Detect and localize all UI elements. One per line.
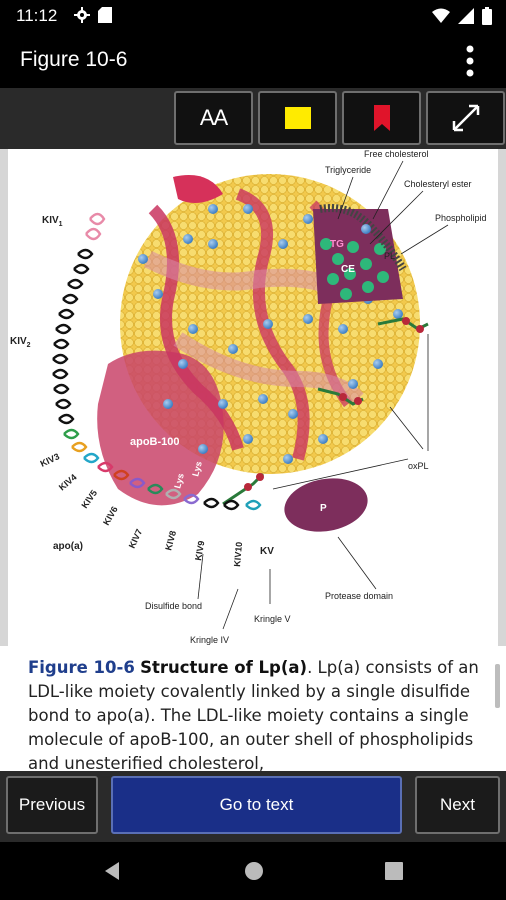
go-to-text-button[interactable]: Go to text [111, 776, 402, 834]
svg-text:KIV5: KIV5 [79, 488, 99, 510]
figure-left-margin [0, 149, 8, 646]
back-icon[interactable] [103, 861, 121, 881]
svg-text:KIV9: KIV9 [193, 540, 206, 561]
svg-text:Lys: Lys [190, 460, 204, 477]
text-size-button[interactable]: AA [174, 91, 253, 145]
caption-body: . Lp(a) consists of an LDL-like moiety c… [28, 658, 479, 771]
app-bar: Figure 10-6 [0, 32, 506, 88]
recents-icon[interactable] [385, 862, 403, 880]
caption-title: Structure of Lp(a) [140, 658, 308, 677]
bottom-nav-bar: Previous Go to text Next [0, 771, 506, 842]
svg-text:KIV2: KIV2 [10, 336, 31, 349]
svg-text:KIV4: KIV4 [57, 472, 79, 493]
free-cholesterol-dots [138, 204, 403, 464]
highlight-button[interactable] [258, 91, 337, 145]
fullscreen-button[interactable] [426, 91, 505, 145]
apoa-kringle-chain [52, 212, 262, 511]
svg-text:apo(a): apo(a) [53, 541, 83, 552]
lpa-structure-diagram: TG CE PL apoB-100 Lys Lys [10, 149, 487, 645]
caption-figure-label: Figure 10-6 [28, 658, 135, 677]
svg-text:Phospholipid: Phospholipid [435, 213, 487, 223]
svg-text:oxPL: oxPL [408, 461, 429, 471]
figure-toolbar: AA [0, 88, 506, 149]
sd-card-icon [98, 7, 112, 23]
protease-domain [284, 478, 368, 532]
battery-icon [482, 7, 492, 25]
svg-text:KIV6: KIV6 [101, 505, 120, 527]
svg-text:Lys: Lys [172, 472, 186, 489]
svg-text:Kringle V: Kringle V [254, 614, 291, 624]
signal-icon [458, 8, 474, 24]
expand-arrows-icon [452, 104, 479, 132]
svg-text:KIV8: KIV8 [163, 530, 178, 552]
highlight-color-icon [284, 107, 311, 129]
svg-text:KV: KV [260, 546, 274, 557]
svg-text:P: P [320, 503, 327, 514]
home-icon[interactable] [244, 861, 264, 881]
settings-gear-icon [74, 7, 90, 23]
previous-button[interactable]: Previous [6, 776, 98, 834]
system-navigation-bar [0, 842, 506, 900]
svg-text:KIV1: KIV1 [42, 215, 63, 228]
svg-text:Protease domain: Protease domain [325, 591, 393, 601]
svg-text:TG: TG [330, 239, 344, 250]
svg-text:Disulfide bond: Disulfide bond [145, 601, 202, 611]
svg-text:PL: PL [384, 251, 395, 261]
svg-text:Free cholesterol: Free cholesterol [364, 149, 429, 159]
figure-caption: Figure 10-6 Structure of Lp(a). Lp(a) co… [0, 646, 506, 771]
svg-text:KIV7: KIV7 [127, 527, 145, 549]
bookmark-icon [373, 105, 390, 131]
status-time: 11:12 [16, 6, 58, 25]
more-vertical-icon[interactable] [462, 44, 478, 78]
caption-scrollbar[interactable] [495, 664, 500, 708]
wifi-icon [432, 8, 450, 23]
svg-text:KIV3: KIV3 [39, 451, 61, 469]
svg-text:KIV10: KIV10 [232, 541, 244, 567]
caption-text: Figure 10-6 Structure of Lp(a). Lp(a) co… [28, 656, 486, 771]
figure-image[interactable]: TG CE PL apoB-100 Lys Lys [8, 149, 498, 646]
lipid-core-inset: TG CE PL [313, 204, 407, 304]
text-size-icon: AA [199, 105, 228, 130]
svg-text:CE: CE [341, 264, 355, 275]
status-bar: 11:12 [0, 0, 506, 32]
svg-text:Triglyceride: Triglyceride [325, 165, 371, 175]
apob100-ribbon [97, 350, 224, 506]
svg-text:apoB-100: apoB-100 [130, 436, 180, 448]
bookmark-button[interactable] [342, 91, 421, 145]
svg-text:Kringle IV: Kringle IV [190, 635, 229, 645]
figure-right-margin [498, 149, 506, 646]
oxpl-molecules [222, 317, 429, 506]
page-title: Figure 10-6 [20, 48, 128, 71]
svg-text:Cholesteryl ester: Cholesteryl ester [404, 179, 472, 189]
next-button[interactable]: Next [415, 776, 500, 834]
